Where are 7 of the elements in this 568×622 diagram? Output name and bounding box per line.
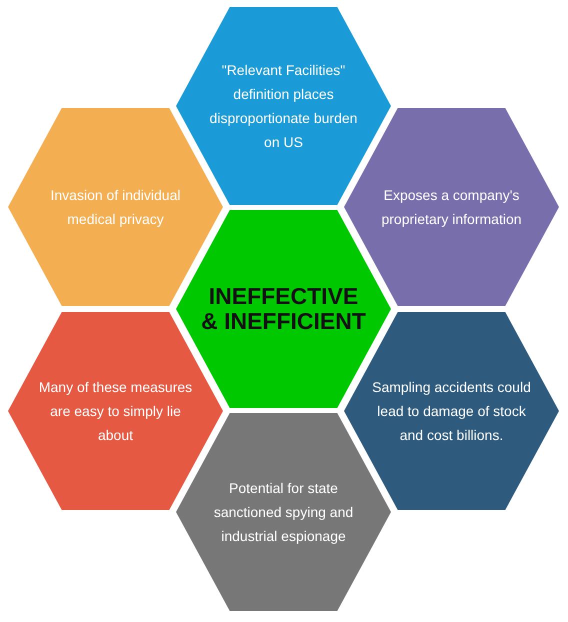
hexagon-text: Invasion of individual medical privacy (50, 186, 182, 229)
hexagon-text: "Relevant Facilities" definition places disproportionate burden on US (208, 61, 358, 152)
center-title: INEFFECTIVE & INEFFICIENT (200, 284, 367, 334)
hexagon-text: Potential for state sanctioned spying and industrial espionage (212, 479, 354, 546)
hexagon-text: Many of these measures are easy to simply lie about (38, 378, 194, 445)
hexagon-text: Sampling accidents could lead to damage of stock and cost billions. (371, 378, 532, 445)
hexagon-text: Exposes a company's proprietary information (380, 186, 523, 229)
